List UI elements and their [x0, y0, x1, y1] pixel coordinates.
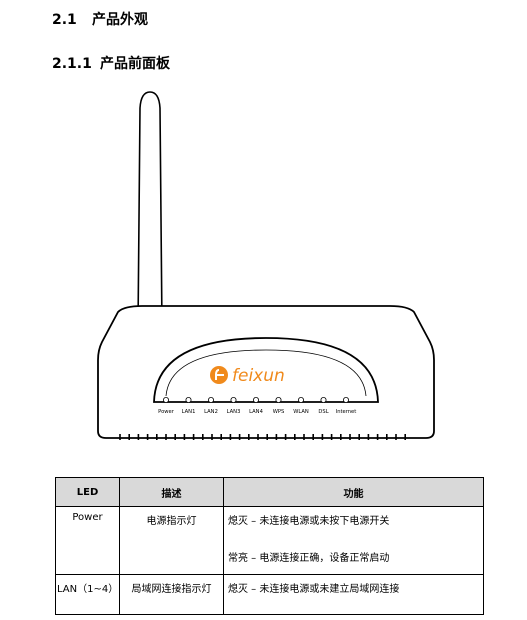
led-label: LAN4	[249, 409, 263, 415]
led-label: DSL	[318, 409, 328, 415]
led-indicators: Power LAN1 LAN2 LAN3 LAN4 WPS WLAN DSL Internet	[158, 396, 357, 415]
header-func: 功能	[223, 477, 484, 507]
led-wps-icon	[275, 396, 282, 403]
led-label: WPS	[273, 409, 285, 415]
section-number: 2.1	[52, 12, 77, 28]
table-row: Power 电源指示灯 熄灭 – 未连接电源或未按下电源开关 常亮 – 电源连接…	[55, 506, 484, 575]
func-line: 熄灭 – 未连接电源或未建立局域网连接	[228, 584, 400, 595]
antenna	[137, 91, 163, 329]
front-dome-panel	[153, 337, 379, 403]
led-power-icon	[163, 396, 170, 403]
func-line: 常亮 – 电源连接正确，设备正常启动	[228, 553, 390, 564]
led-lan1-icon	[185, 396, 192, 403]
func-cell: 熄灭 – 未连接电源或未建立局域网连接	[223, 574, 484, 615]
desc-cell: 局域网连接指示灯	[119, 574, 224, 615]
led-label: LAN2	[204, 409, 218, 415]
feixun-logo: feixun	[210, 366, 285, 386]
led-lan4-icon	[252, 396, 259, 403]
header-led: LED	[55, 477, 120, 507]
subsection-number: 2.1.1	[52, 56, 92, 72]
header-desc: 描述	[119, 477, 224, 507]
desc-cell: 电源指示灯	[119, 506, 224, 575]
subsection-heading: 2.1.1 产品前面板	[52, 53, 170, 73]
led-internet-icon	[342, 396, 349, 403]
led-label: Power	[158, 409, 175, 415]
led-dsl-icon	[320, 396, 327, 403]
led-spec-table: LED 描述 功能 Power 电源指示灯 熄灭 – 未连接电源或未按下电源开关…	[55, 477, 484, 615]
table-row: LAN（1~4） 局域网连接指示灯 熄灭 – 未连接电源或未建立局域网连接	[55, 574, 484, 615]
logo-wordmark: feixun	[232, 366, 285, 386]
led-label: Internet	[336, 409, 357, 415]
section-title: 产品外观	[92, 12, 148, 28]
func-cell: 熄灭 – 未连接电源或未按下电源开关 常亮 – 电源连接正确，设备正常启动	[223, 506, 484, 575]
vent-slots	[119, 434, 407, 440]
led-label: LAN1	[182, 409, 196, 415]
table-header-row: LED 描述 功能	[55, 477, 484, 507]
led-lan3-icon	[230, 396, 237, 403]
led-label: WLAN	[293, 409, 309, 415]
led-cell: LAN（1~4）	[55, 574, 120, 615]
dome-inner-line	[165, 349, 367, 397]
led-cell: Power	[55, 506, 120, 575]
subsection-title: 产品前面板	[100, 56, 170, 72]
led-lan2-icon	[208, 396, 215, 403]
led-label: LAN3	[227, 409, 241, 415]
section-heading: 2.1 产品外观	[52, 9, 148, 29]
led-wlan-icon	[297, 396, 304, 403]
router-front-panel-illustration: feixun Power LAN1 LAN2 LAN3 LAN4 WPS WLAN DSL In…	[97, 91, 435, 440]
func-line: 熄灭 – 未连接电源或未按下电源开关	[228, 516, 390, 527]
